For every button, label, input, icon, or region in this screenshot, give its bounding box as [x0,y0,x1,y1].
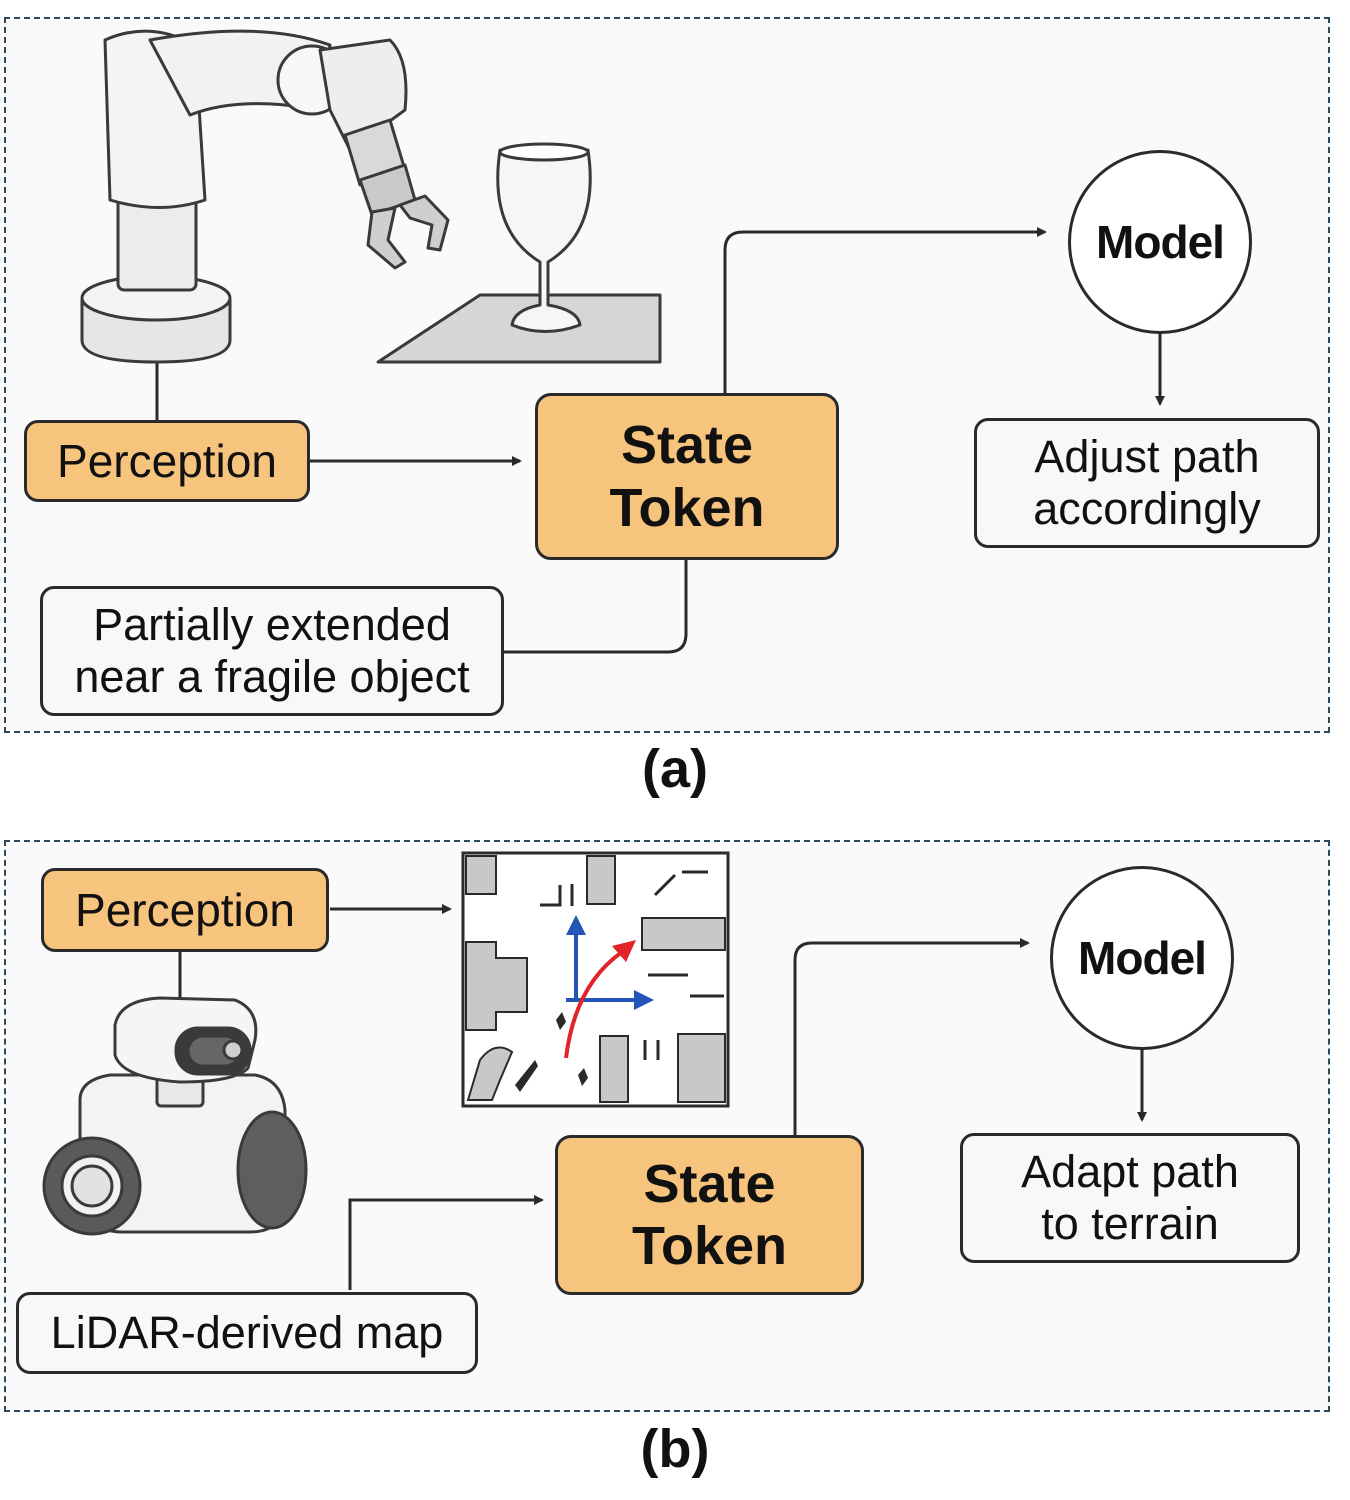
description-label-a: Partially extended near a fragile object [74,599,470,702]
state-token-label-a: State Token [609,415,765,538]
state-token-box-a: State Token [535,393,839,560]
token-to-model-arrow [723,227,1047,393]
perception-label-b: Perception [75,883,295,936]
perception-box-b: Perception [41,868,329,952]
caption-b: (b) [640,1419,710,1479]
description-box-a: Partially extended near a fragile object [40,586,504,716]
model-label-b: Model [1078,932,1207,984]
result-box-a: Adjust path accordingly [974,418,1320,548]
state-token-box-b: State Token [555,1135,864,1295]
result-box-b: Adapt path to terrain [960,1133,1300,1263]
perception-box-a: Perception [24,420,310,502]
model-node-b: Model [1050,866,1234,1050]
description-to-token-line [503,560,688,654]
model-label-a: Model [1096,216,1225,268]
description-label-b: LiDAR-derived map [50,1307,444,1359]
caption-a: (a) [642,739,708,799]
perception-label-a: Perception [57,434,277,487]
description-box-b: LiDAR-derived map [16,1292,478,1374]
token-to-model-arrow-b [793,938,1030,1135]
state-token-label-b: State Token [631,1153,787,1276]
model-node-a: Model [1068,150,1252,334]
description-to-token-arrow [348,1195,544,1290]
result-label-b: Adapt path to terrain [1021,1146,1239,1249]
result-label-a: Adjust path accordingly [1033,431,1261,534]
